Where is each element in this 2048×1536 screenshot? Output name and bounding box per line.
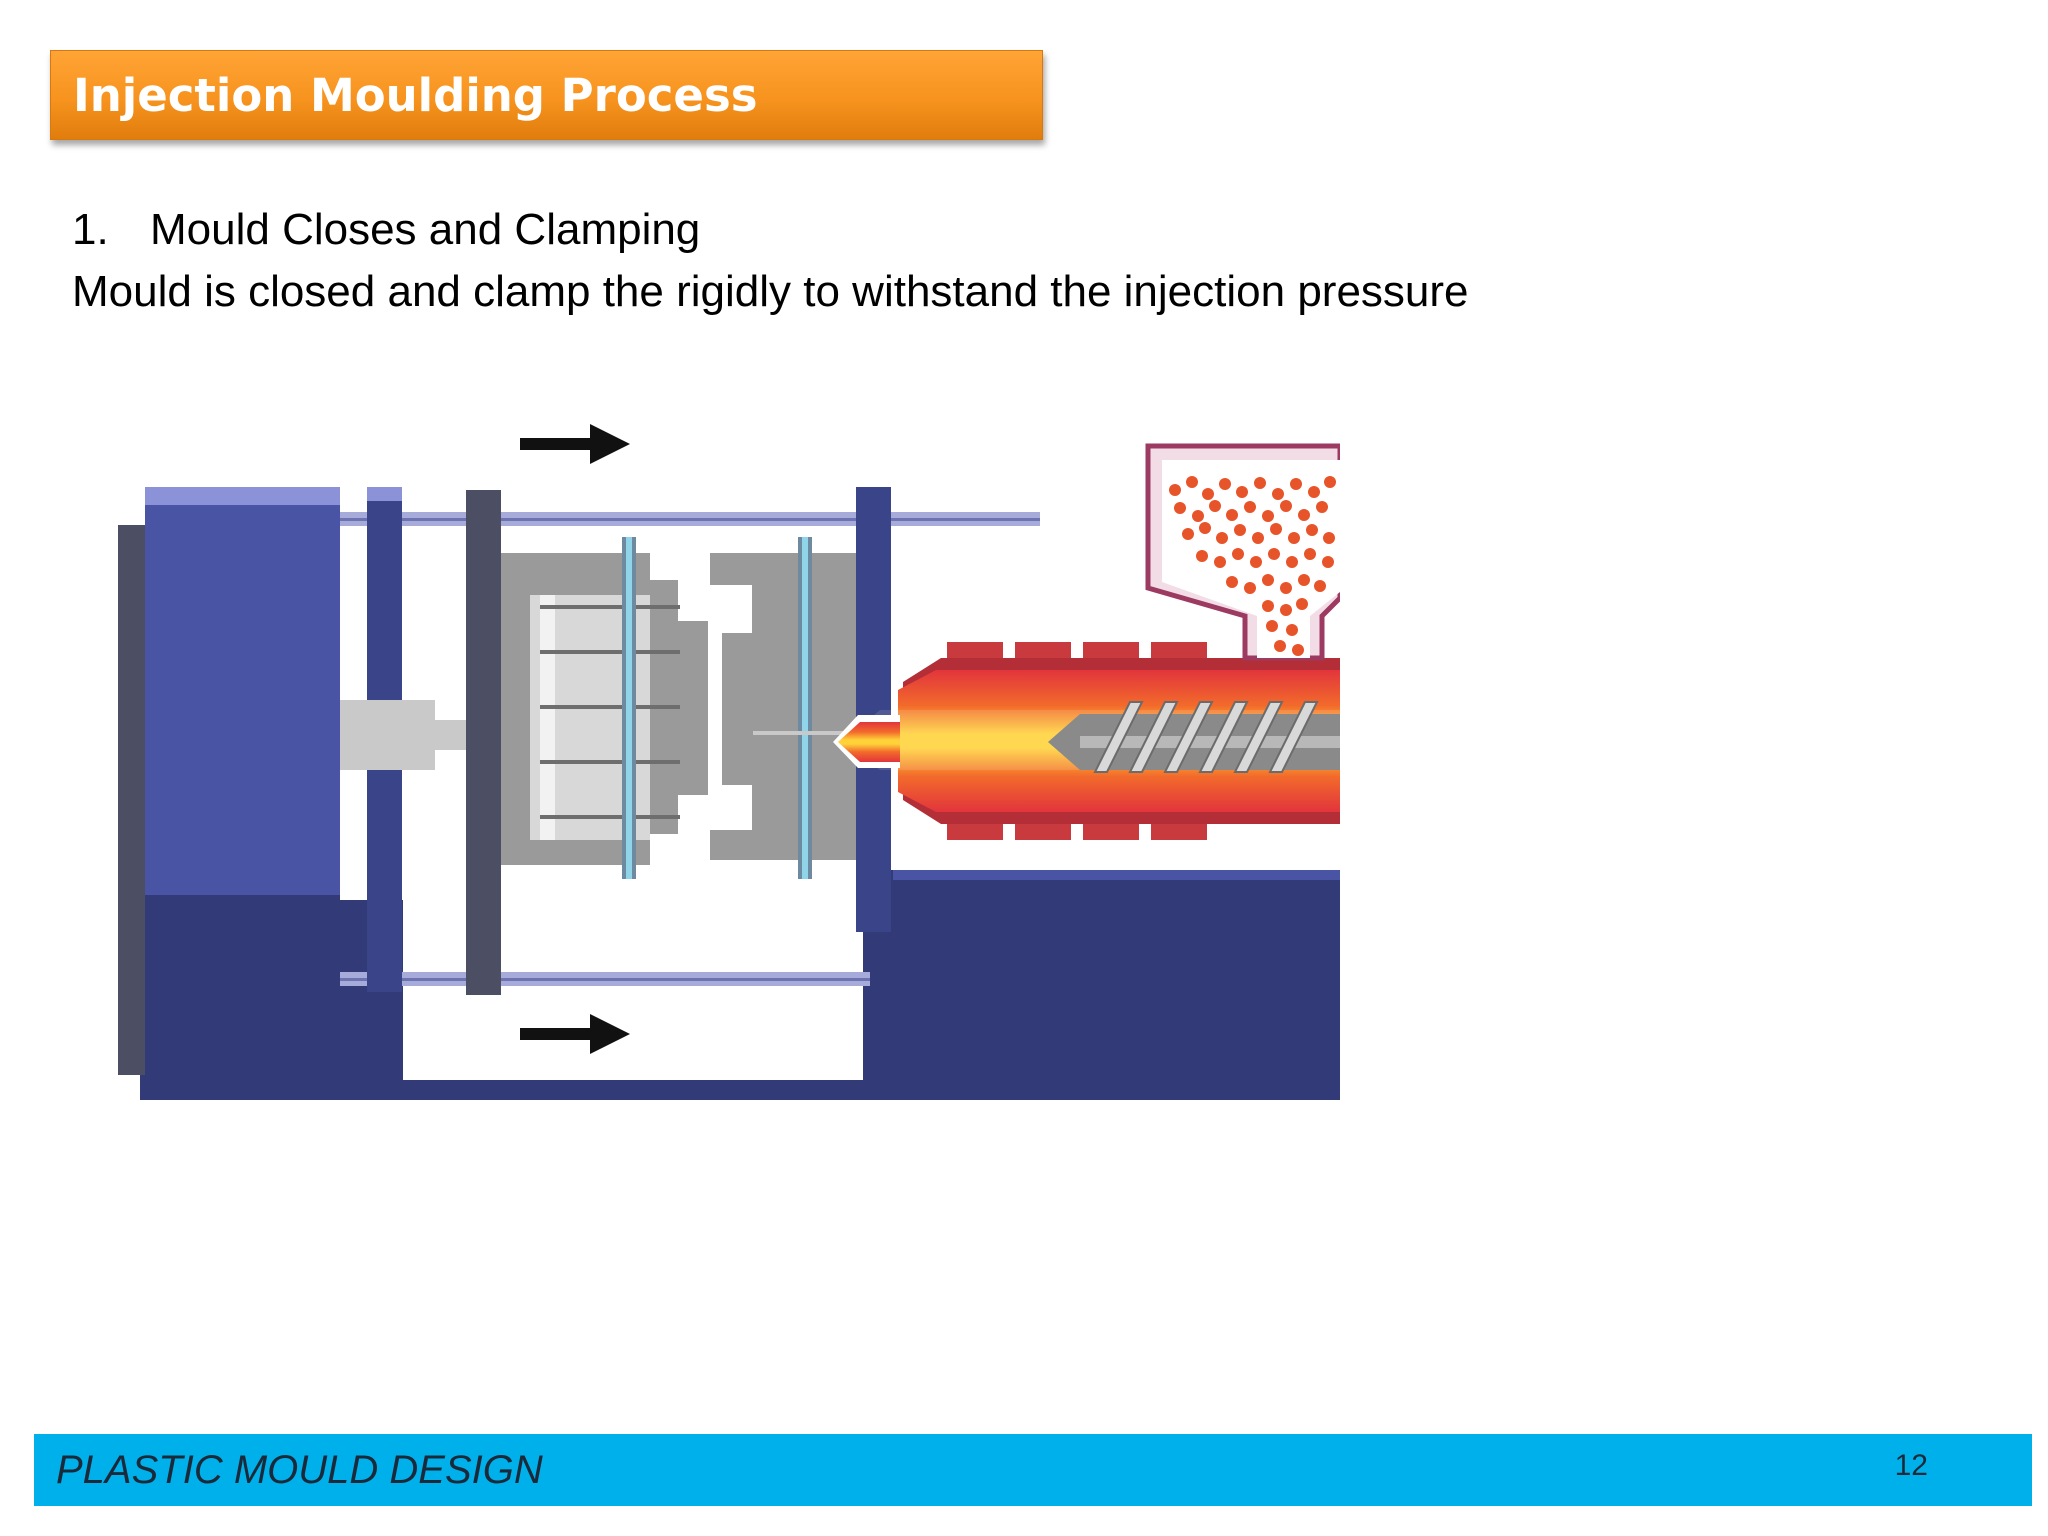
screw xyxy=(1048,701,1340,773)
rear-platen xyxy=(118,487,340,1100)
step-heading: 1. Mould Closes and Clamping xyxy=(72,200,700,260)
page-number: 12 xyxy=(1894,1449,1928,1482)
moving-platen xyxy=(466,490,501,995)
step-number: 1. xyxy=(72,205,109,254)
heater-bands xyxy=(947,642,1207,840)
title-banner: Injection Moulding Process xyxy=(50,50,1043,140)
slide-title: Injection Moulding Process xyxy=(73,69,758,122)
footer-bar: PLASTIC MOULD DESIGN 12 xyxy=(34,1434,2032,1506)
step-description: Mould is closed and clamp the rigidly to… xyxy=(72,267,1469,316)
step-title: Mould Closes and Clamping xyxy=(150,205,701,254)
injection-machine-illustration xyxy=(118,424,1343,1100)
stationary-platen xyxy=(856,487,891,932)
arrow-right-icon xyxy=(520,424,630,464)
moving-mould-half xyxy=(501,537,708,879)
course-title: PLASTIC MOULD DESIGN xyxy=(56,1448,543,1492)
injection-machine-diagram xyxy=(110,420,1343,1140)
plastic-pellets xyxy=(1169,476,1336,656)
fixed-mould-half xyxy=(710,537,861,879)
arrow-right-icon xyxy=(520,1014,630,1054)
